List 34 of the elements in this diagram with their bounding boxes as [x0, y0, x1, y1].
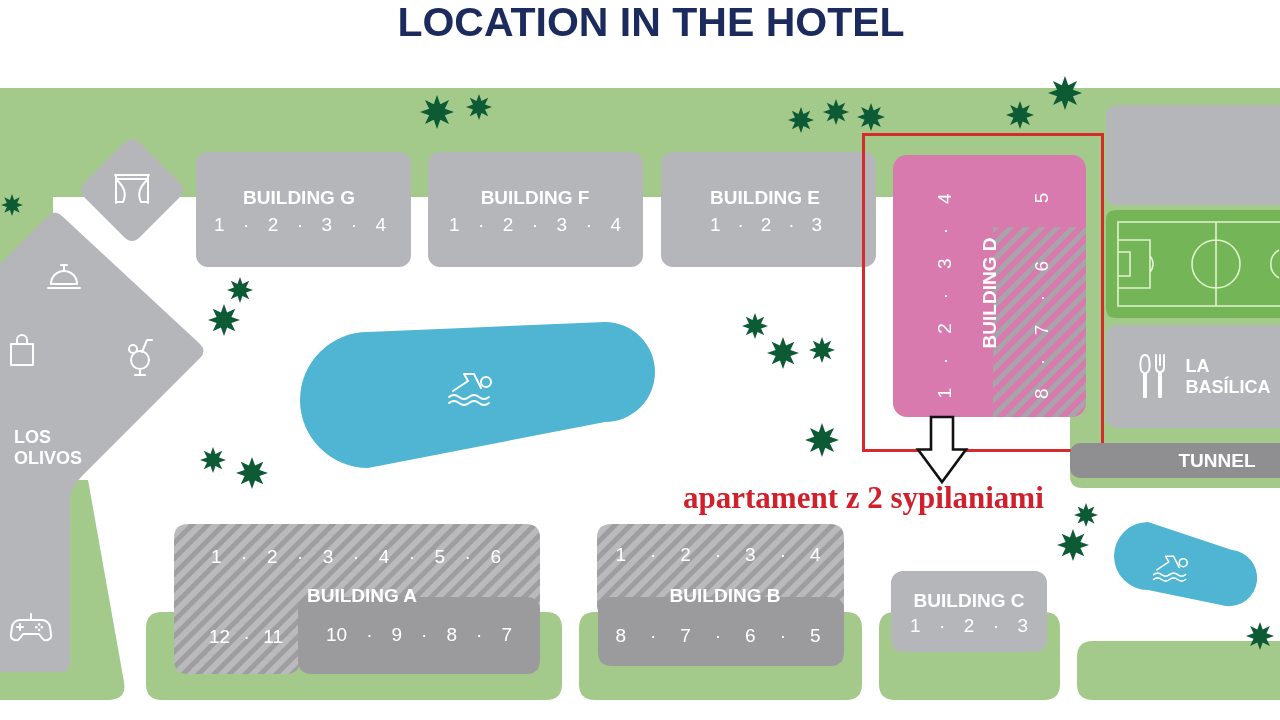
building-name: BUILDING G — [243, 187, 355, 209]
room-numbers: 1 · 2 · 3 · 4 — [449, 214, 621, 236]
map-title: LOCATION IN THE HOTEL — [397, 0, 905, 44]
highlight-frame — [862, 133, 1104, 452]
room-numbers: 8 · 7 · 6 — [1031, 261, 1053, 399]
room-numbers: 5 — [1031, 192, 1053, 204]
room-numbers: 1 · 2 · 3 · 4 · 5 · 6 — [211, 546, 501, 568]
room-numbers: 1 · 2 · 3 — [910, 615, 1028, 637]
room-numbers: 12 · 11 — [209, 626, 283, 648]
place-name: LOS OLIVOS — [14, 427, 82, 469]
building-name: BUILDING C — [913, 590, 1025, 612]
building-block — [891, 571, 1047, 652]
room-numbers: 1 · 2 · 3 · 4 — [934, 193, 956, 399]
block-arrow — [915, 415, 969, 485]
building-name: BUILDING B — [669, 585, 781, 607]
building-block — [661, 152, 876, 267]
room-numbers: 10 · 9 · 8 · 7 — [326, 624, 512, 646]
building-name: BUILDING F — [480, 187, 590, 209]
building-block — [196, 152, 411, 267]
restaurant-block — [1106, 325, 1280, 428]
facility-block — [1106, 105, 1280, 205]
building-name: BUILDING E — [710, 187, 820, 209]
room-numbers: 1 · 2 · 3 · 4 — [214, 214, 386, 236]
place-name: TUNNEL — [1178, 450, 1256, 472]
building-block — [428, 152, 643, 267]
building-block — [893, 155, 1086, 417]
tunnel-bar — [1070, 443, 1280, 478]
room-numbers: 1 · 2 · 3 — [710, 214, 822, 236]
place-name: LA BASÍLICA — [1185, 356, 1271, 398]
building-name: BUILDING D — [979, 237, 1001, 349]
room-numbers: 1 · 2 · 3 · 4 — [615, 544, 821, 566]
building-name: BUILDING A — [306, 585, 418, 607]
annotation-text: apartament z 2 sypilaniami — [683, 482, 1044, 513]
room-numbers: 8 · 7 · 6 · 5 — [615, 625, 821, 647]
